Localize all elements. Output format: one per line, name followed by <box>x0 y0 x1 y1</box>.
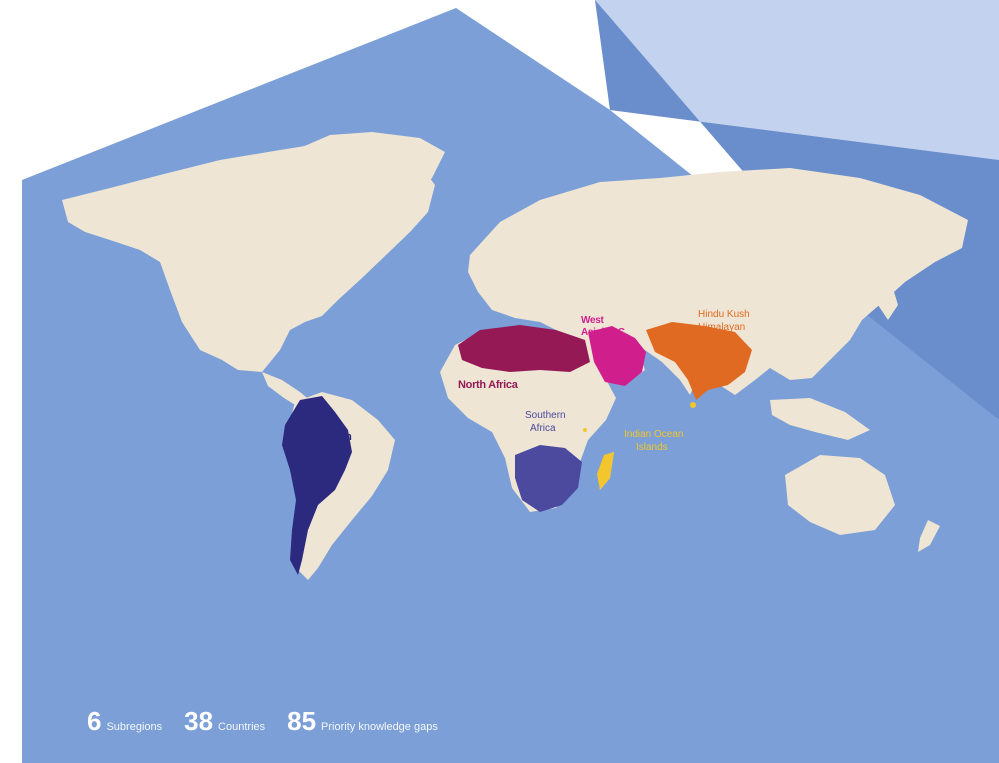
label-andean: Andean <box>313 431 352 443</box>
label-indian-ocean-line2: Islands <box>636 442 668 453</box>
region-hindu-kush-himalayan[interactable] <box>646 322 752 400</box>
stat-countries-label: Countries <box>218 721 266 733</box>
label-north-africa: North Africa <box>458 379 519 391</box>
region-southern-africa[interactable] <box>515 445 582 512</box>
land-greenland <box>300 132 445 240</box>
region-north-africa[interactable] <box>458 325 590 372</box>
region-andean[interactable] <box>282 396 352 575</box>
land-australia <box>785 455 895 535</box>
region-indian-ocean-islands[interactable] <box>597 452 614 490</box>
label-west-asia-line2: Asia/GCC <box>581 327 625 338</box>
label-west-asia-line1: West <box>581 315 604 326</box>
stat-countries-number: 38 <box>184 706 214 736</box>
land-central-america <box>262 372 312 408</box>
land-southeast-asia <box>770 398 870 440</box>
label-hindu-kush-line1: Hindu Kush <box>698 309 750 320</box>
label-southern-africa-line2: Africa <box>530 423 556 434</box>
region-indian-ocean-dot-1 <box>690 402 696 408</box>
label-indian-ocean-line1: Indian Ocean <box>624 429 684 440</box>
stat-gaps-number: 85 <box>287 706 317 736</box>
land-new-zealand <box>918 520 940 552</box>
stat-gaps-label: Priority knowledge gaps <box>321 721 438 733</box>
region-indian-ocean-dot-2 <box>583 428 587 432</box>
land-japan <box>878 278 898 320</box>
label-hindu-kush-line2: Himalayan <box>698 322 745 333</box>
stat-subregions-number: 6 <box>87 706 102 736</box>
stat-subregions-label: Subregions <box>106 721 163 733</box>
label-southern-africa-line1: Southern <box>525 410 566 421</box>
region-west-asia-gcc[interactable] <box>588 326 646 386</box>
